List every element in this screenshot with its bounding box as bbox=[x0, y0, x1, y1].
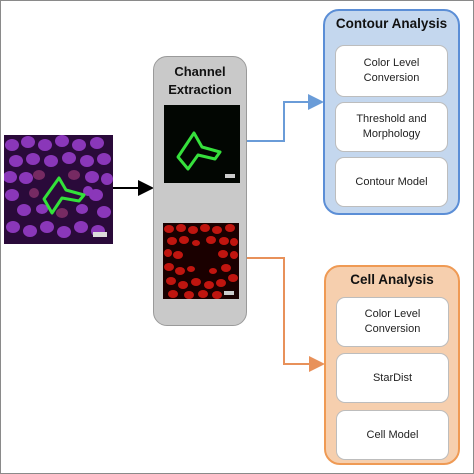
cell-analysis-title: Cell Analysis bbox=[350, 272, 434, 287]
green-channel-image bbox=[164, 105, 240, 183]
cell-step-cell-model: Cell Model bbox=[336, 410, 449, 460]
cell-step-2-line1: StarDist bbox=[372, 371, 413, 384]
cell-step-3-line1: Cell Model bbox=[366, 428, 419, 441]
contour-step-color-level-conversion: Color Level Conversion bbox=[335, 45, 448, 97]
input-microscopy-image bbox=[4, 135, 113, 244]
cell-step-color-level-conversion: Color Level Conversion bbox=[336, 297, 449, 347]
extraction-to-contour-arrow bbox=[241, 94, 324, 142]
contour-step-3-line1: Contour Model bbox=[355, 175, 428, 188]
contour-step-1-line2: Conversion bbox=[363, 72, 420, 84]
extraction-to-cell-arrow bbox=[241, 257, 325, 372]
cell-step-1-line2: Conversion bbox=[364, 323, 421, 335]
channel-extraction-title: Channel Extraction bbox=[153, 63, 247, 99]
cell-step-1-line1: Color Level bbox=[364, 308, 421, 320]
red-channel-image bbox=[163, 223, 239, 299]
contour-step-1-line1: Color Level bbox=[363, 57, 420, 69]
contour-step-2-line1: Threshold and bbox=[356, 113, 427, 125]
cell-step-stardist: StarDist bbox=[336, 353, 449, 403]
contour-step-2-line2: Morphology bbox=[362, 128, 421, 140]
channel-extraction-title-line1: Channel bbox=[174, 64, 226, 79]
contour-analysis-title: Contour Analysis bbox=[335, 16, 448, 31]
contour-step-contour-model: Contour Model bbox=[335, 157, 448, 207]
contour-step-threshold-morphology: Threshold and Morphology bbox=[335, 102, 448, 152]
channel-extraction-title-line2: Extraction bbox=[168, 82, 232, 97]
